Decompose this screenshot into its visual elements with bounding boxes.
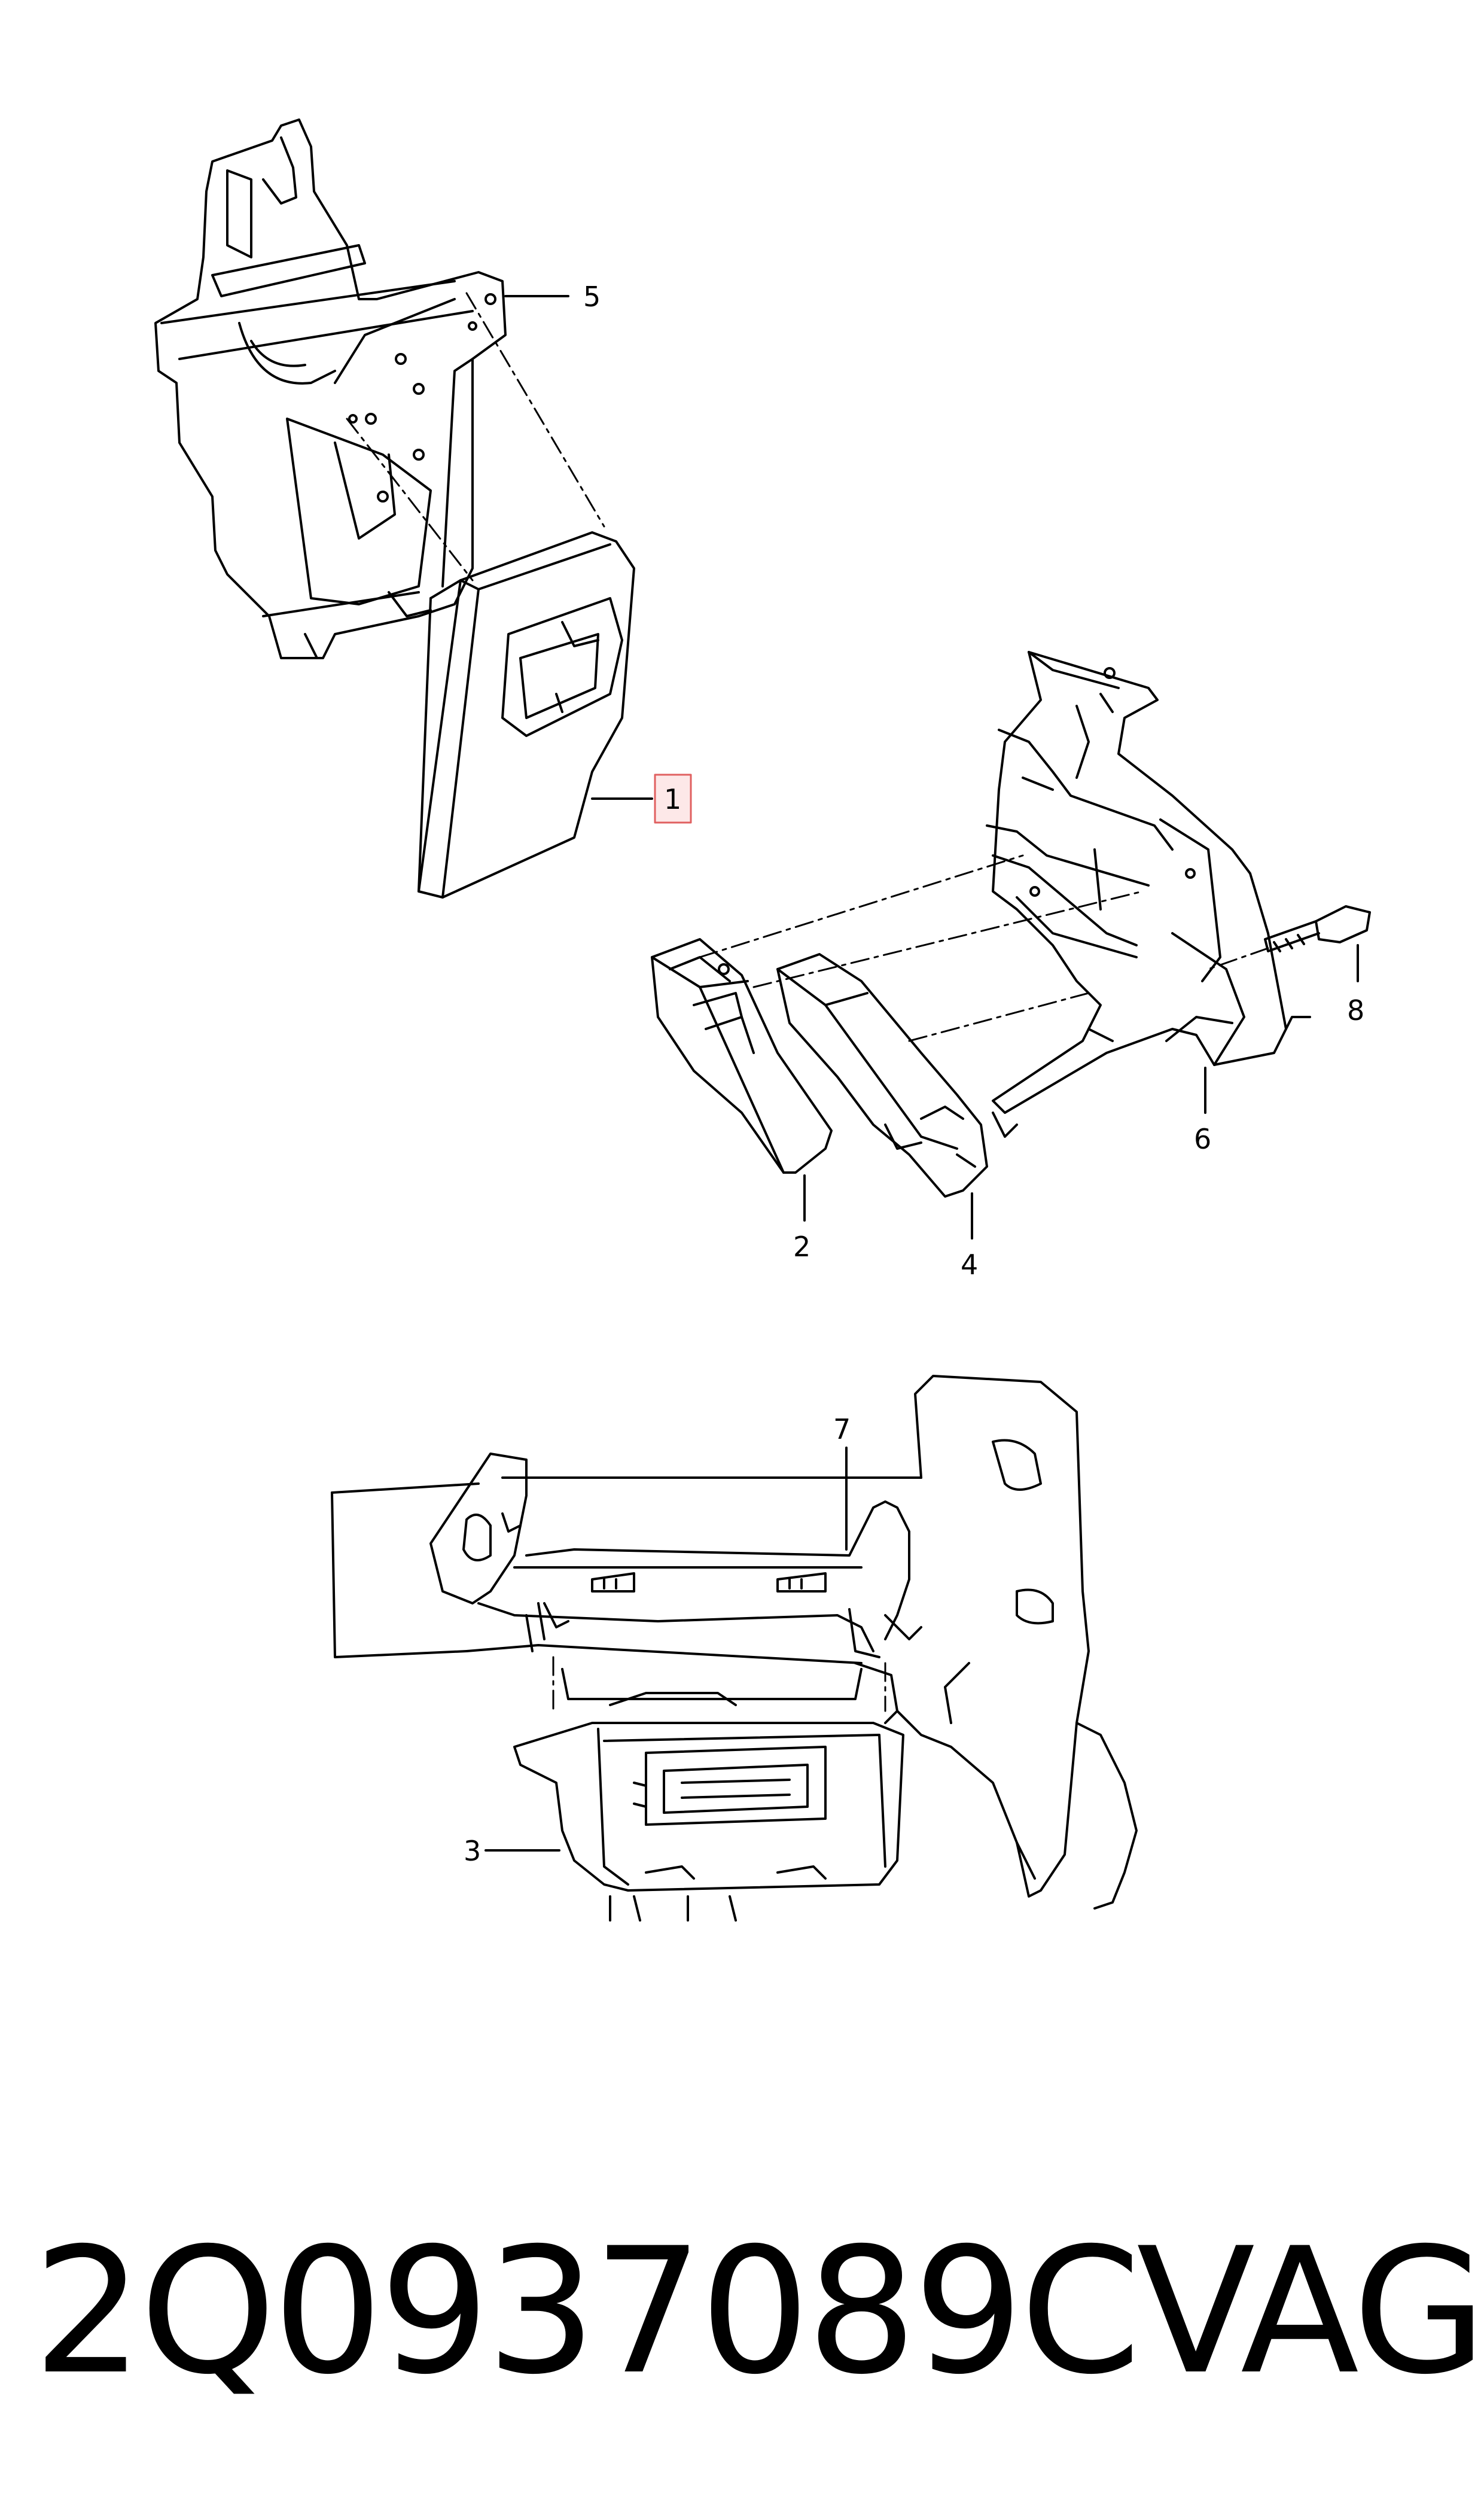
callout-7: 7 bbox=[833, 1413, 851, 1551]
callout-1-highlight-box bbox=[654, 774, 692, 824]
callout-1[interactable]: 1 bbox=[591, 774, 692, 824]
callout-6: 6 bbox=[1194, 1067, 1211, 1155]
module-3-drawing bbox=[513, 1710, 910, 1922]
callout-3-label: 3 bbox=[464, 1835, 481, 1867]
bracket-5-drawing bbox=[154, 118, 507, 659]
callout-7-label: 7 bbox=[833, 1413, 851, 1445]
bracket-7-drawing bbox=[429, 1453, 922, 1658]
callout-5-label: 5 bbox=[583, 281, 601, 313]
callout-1-label: 1 bbox=[664, 783, 681, 815]
crossmember-drawing bbox=[331, 1375, 1138, 1910]
callout-6-label: 6 bbox=[1194, 1123, 1211, 1155]
callout-2-label: 2 bbox=[793, 1231, 810, 1263]
brand-name: VAG bbox=[1136, 2211, 1484, 2413]
assembly-lines-group-a bbox=[346, 292, 605, 581]
part-number: 2Q0937089C bbox=[33, 2211, 1141, 2413]
callout-4: 4 bbox=[961, 1192, 978, 1281]
module-1-drawing bbox=[418, 531, 635, 899]
callout-5: 5 bbox=[504, 281, 601, 313]
callout-2: 2 bbox=[793, 1174, 810, 1263]
callout-4-label: 4 bbox=[961, 1249, 978, 1281]
callout-8-label: 8 bbox=[1347, 994, 1364, 1027]
assembly-lines-group-b bbox=[699, 854, 1269, 1042]
assembly-lines-group-c bbox=[552, 1656, 886, 1712]
footer-caption: 2Q0937089C VAG bbox=[0, 2213, 1484, 2411]
bracket-6-drawing bbox=[986, 651, 1311, 1138]
module-4-drawing bbox=[776, 953, 988, 1198]
callout-8: 8 bbox=[1347, 944, 1364, 1027]
bolt-8-drawing bbox=[1264, 905, 1371, 952]
callout-3: 3 bbox=[464, 1835, 560, 1867]
module-2-drawing bbox=[651, 938, 833, 1174]
